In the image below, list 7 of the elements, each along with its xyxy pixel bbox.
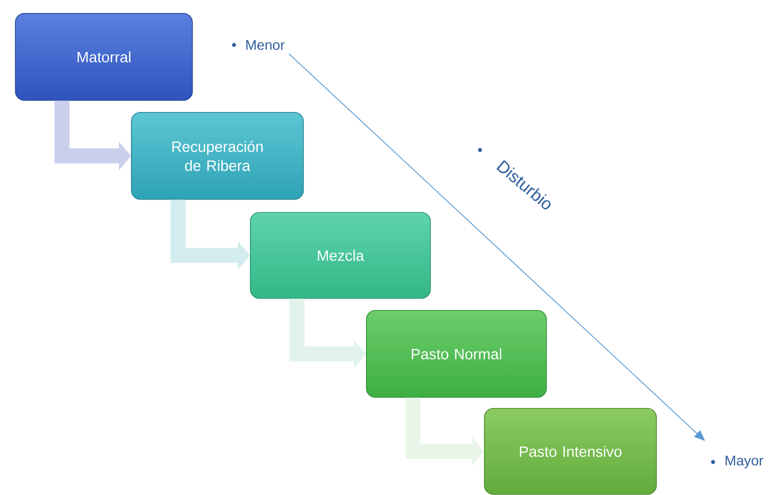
- scale-label: Menor: [246, 40, 285, 50]
- process-box: Recuperación de Ribera: [131, 112, 304, 200]
- process-box: Mezcla: [250, 212, 431, 299]
- process-box: Matorral: [15, 13, 193, 101]
- process-box: Pasto Intensivo: [484, 408, 657, 495]
- process-box: Pasto Normal: [366, 310, 547, 398]
- scale-label: Mayor: [726, 456, 764, 468]
